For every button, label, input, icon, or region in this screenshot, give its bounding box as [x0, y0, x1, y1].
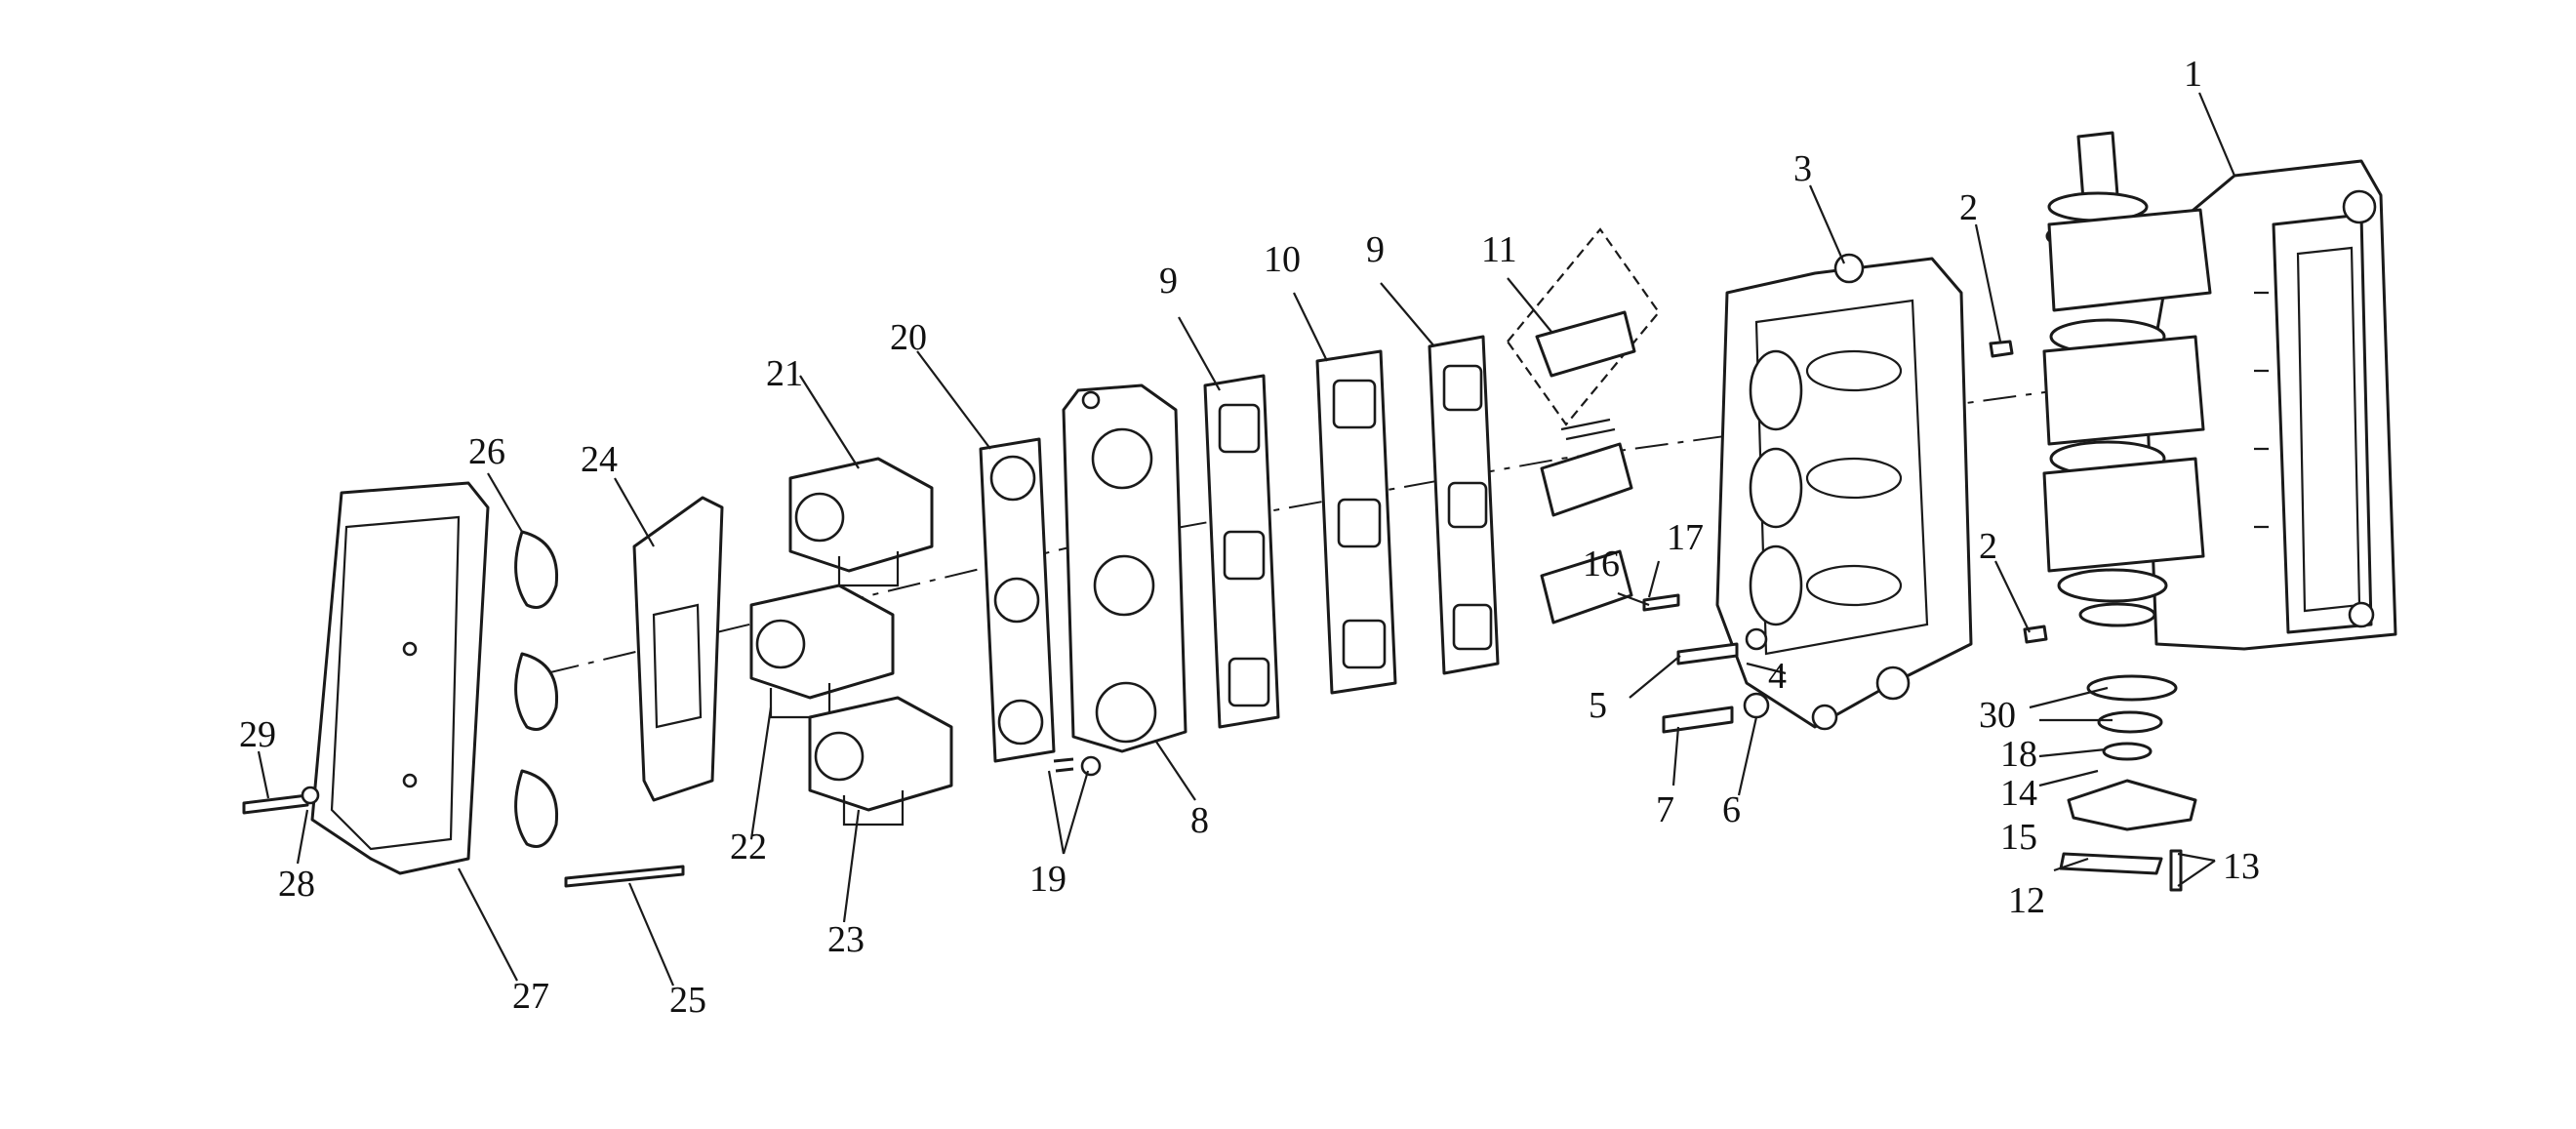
part-crankshaft	[2042, 131, 2212, 627]
callout-19: 19	[1029, 859, 1067, 900]
part-bolts	[242, 340, 2048, 888]
callout-25: 25	[669, 980, 706, 1021]
callout-3: 3	[1793, 148, 1812, 189]
callout-24: 24	[581, 439, 618, 480]
callout-12: 12	[2008, 880, 2045, 921]
part-reed-valves	[1506, 227, 1661, 625]
part-intake-manifold	[1062, 383, 1187, 753]
callout-15: 15	[2000, 817, 2037, 858]
part-seal-rings	[514, 530, 559, 848]
callout-22: 22	[730, 827, 767, 867]
callout-21: 21	[766, 353, 803, 394]
part-carburetor-23	[808, 696, 953, 827]
callout-18: 18	[2000, 734, 2037, 775]
part-gasket-9b	[1428, 335, 1500, 675]
part-carburetor-22	[749, 584, 895, 719]
callout-23: 23	[827, 919, 865, 960]
callout-labels: 1 2 2 3 4 5 6 7 8 9 9 10 11 12 13 14 15 …	[239, 54, 2260, 1021]
callout-26: 26	[468, 431, 505, 472]
part-carburetor-21	[788, 457, 934, 587]
callout-4: 4	[1768, 656, 1787, 697]
callout-14: 14	[2000, 773, 2037, 814]
callout-10: 10	[1264, 239, 1301, 280]
callout-13: 13	[2223, 846, 2260, 887]
callout-2-lower: 2	[1979, 526, 1997, 567]
part-bottom-seal-stack	[2059, 674, 2197, 892]
callout-7: 7	[1656, 789, 1674, 830]
part-gasket-10	[1315, 349, 1397, 695]
callout-17: 17	[1667, 517, 1704, 558]
callout-11: 11	[1481, 229, 1517, 270]
part-cylinder-block	[1715, 253, 1973, 731]
callout-27: 27	[512, 976, 549, 1017]
callout-30: 30	[1979, 695, 2016, 736]
callout-1: 1	[2184, 54, 2202, 95]
leader-lines	[257, 92, 2236, 987]
callout-28: 28	[278, 864, 315, 905]
callout-9-left: 9	[1159, 261, 1178, 302]
callout-29: 29	[239, 714, 276, 755]
callout-2-upper: 2	[1959, 187, 1978, 228]
part-silencer-cover	[310, 481, 490, 875]
callout-9-right: 9	[1366, 229, 1385, 270]
callout-6: 6	[1722, 789, 1741, 830]
part-carburetor-gasket	[979, 437, 1056, 763]
callout-8: 8	[1190, 800, 1209, 841]
part-bracket-plate	[632, 496, 724, 802]
callout-5: 5	[1589, 685, 1607, 726]
callout-16: 16	[1583, 544, 1620, 585]
callout-20: 20	[890, 317, 927, 358]
part-gasket-9a	[1203, 374, 1280, 729]
